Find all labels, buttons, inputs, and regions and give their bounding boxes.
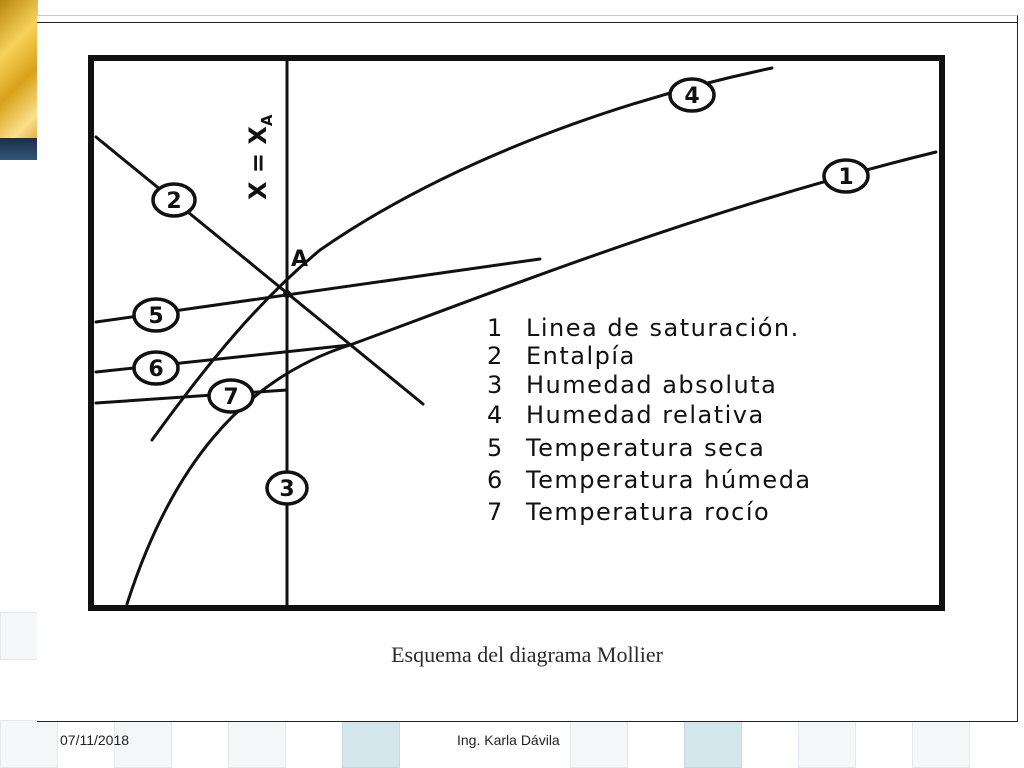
footer-author: Ing. Karla Dávila [457, 732, 560, 748]
legend-item-2-text: Entalpía [526, 342, 636, 370]
marker-3: 3 [265, 470, 309, 506]
marker-4: 4 [668, 77, 716, 113]
curve-saturacion [125, 150, 938, 606]
slide-panel [37, 15, 1018, 722]
diagram-caption: Esquema del diagrama Mollier [391, 642, 663, 667]
background-tile [0, 720, 58, 768]
legend-item-5-text: Temperatura seca [525, 434, 765, 462]
legend-item-3-number: 3 [487, 371, 504, 399]
point-a-label: A [291, 247, 308, 272]
svg-text:4: 4 [684, 84, 699, 109]
legend-item-3-text: Humedad absoluta [526, 371, 777, 399]
svg-text:2: 2 [166, 189, 181, 214]
svg-text:7: 7 [223, 385, 238, 410]
footer-date: 07/11/2018 [60, 732, 130, 748]
legend-item-2-number: 2 [487, 342, 504, 370]
svg-text:1: 1 [838, 165, 853, 190]
marker-6: 6 [132, 350, 180, 386]
legend-item-1-number: 1 [487, 314, 504, 342]
background-tile [912, 720, 970, 768]
slide-top-border [37, 22, 1017, 23]
legend-item-5-number: 5 [487, 434, 504, 462]
legend-item-6-text: Temperatura húmeda [525, 466, 812, 494]
marker-1: 1 [822, 158, 870, 194]
marker-2: 2 [151, 182, 197, 218]
diagram-frame [88, 55, 945, 611]
background-tile [684, 720, 742, 768]
legend-item-7-text: Temperatura rocío [525, 498, 770, 526]
svg-text:X = XA: X = XA [244, 114, 276, 200]
svg-text:5: 5 [148, 304, 163, 329]
point-a-marker [283, 290, 291, 298]
legend-item-6-number: 6 [487, 466, 504, 494]
marker-5: 5 [132, 297, 180, 333]
background-tile [570, 720, 628, 768]
curve-humedad-relativa [150, 66, 774, 442]
curve-temperatura-rocio [94, 388, 289, 405]
svg-text:3: 3 [279, 477, 294, 502]
curve-entalpia [94, 135, 425, 406]
marker-7: 7 [207, 378, 255, 414]
legend-item-7-number: 7 [487, 498, 504, 526]
legend-item-4-number: 4 [487, 401, 504, 429]
axis-label-x-xa: X = XA [244, 114, 276, 200]
diagram-legend: 1 Linea de saturación. 2 Entalpía 3 Hume… [487, 314, 812, 526]
svg-text:6: 6 [148, 357, 163, 382]
legend-item-4-text: Humedad relativa [526, 401, 765, 429]
legend-item-1-text: Linea de saturación. [526, 314, 800, 342]
